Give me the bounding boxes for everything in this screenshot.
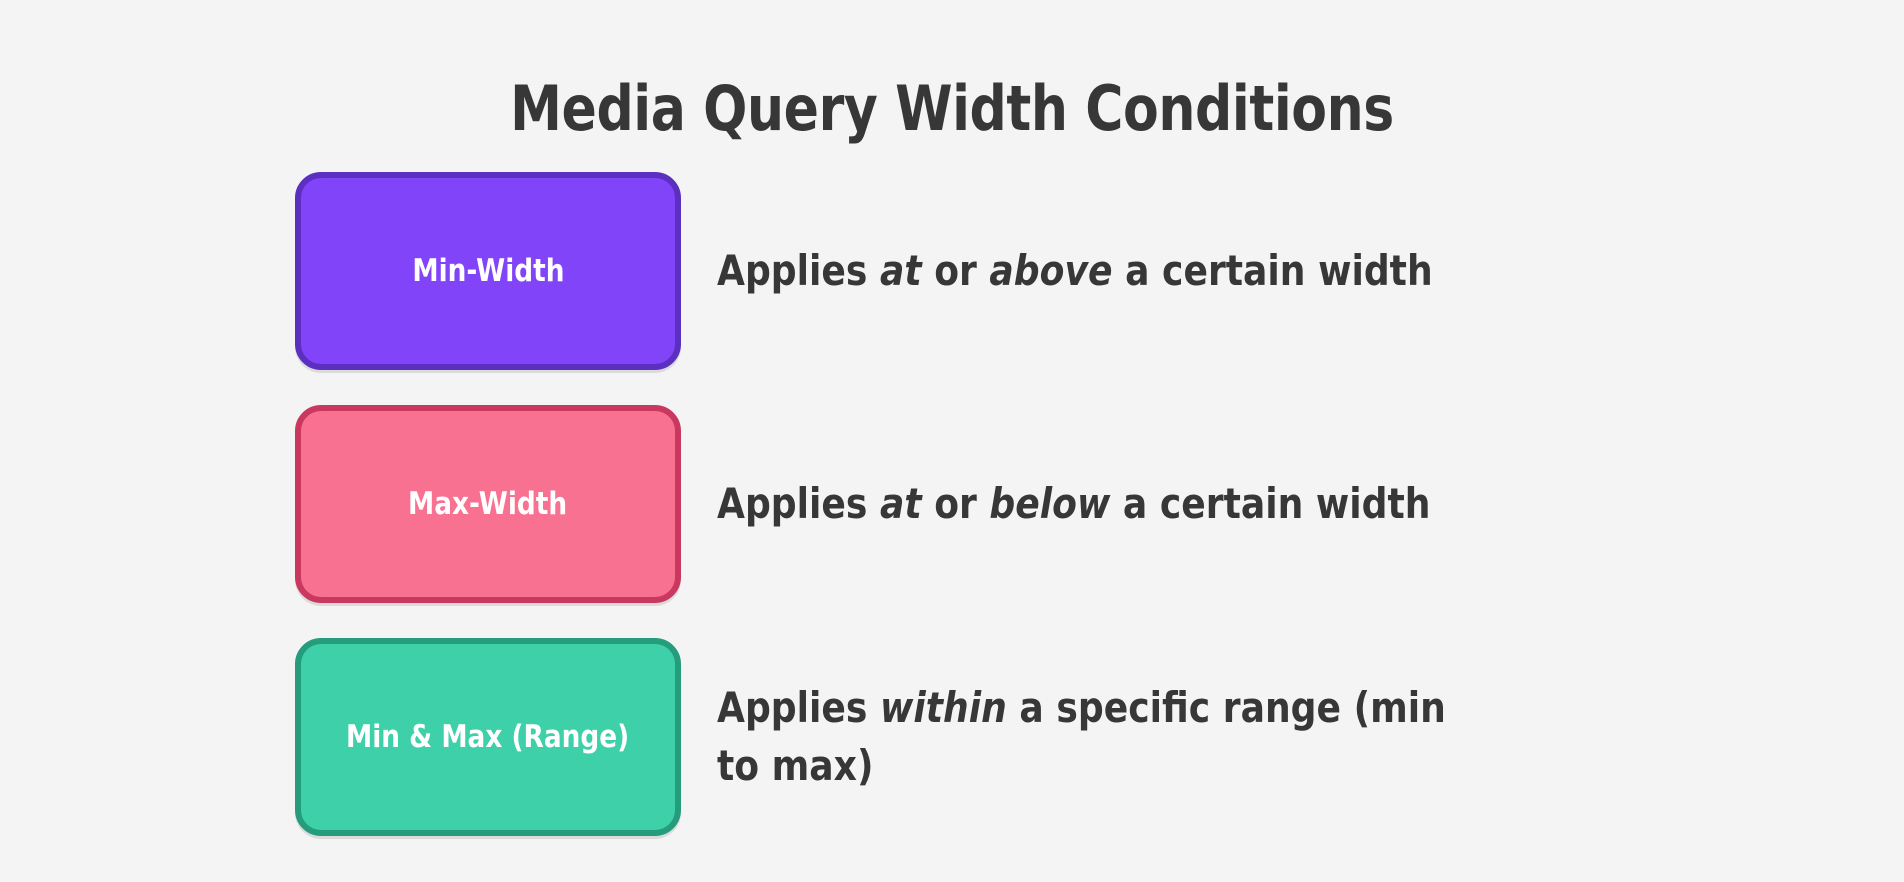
left-gutter — [0, 271, 295, 272]
left-gutter — [0, 504, 295, 505]
list-item: Min-Width Applies at or above a certain … — [0, 172, 1904, 370]
page-title: Media Query Width Conditions — [510, 71, 1394, 145]
condition-list: Min-Width Applies at or above a certain … — [0, 172, 1904, 871]
description-min-width: Applies at or above a certain width — [717, 246, 1433, 295]
chip-label: Min-Width — [411, 253, 565, 289]
left-gutter — [0, 737, 295, 738]
description-min-and-max-range: Applies within a specific range (min to … — [717, 683, 1446, 790]
chip-label: Max-Width — [408, 486, 568, 522]
chip-min-and-max-range[interactable]: Min & Max (Range) — [295, 638, 681, 836]
chip-max-width[interactable]: Max-Width — [295, 405, 681, 603]
chip-label: Min & Max (Range) — [346, 719, 630, 755]
list-item: Max-Width Applies at or below a certain … — [0, 405, 1904, 603]
chip-min-width[interactable]: Min-Width — [295, 172, 681, 370]
list-item: Min & Max (Range) Applies within a speci… — [0, 638, 1904, 836]
description-max-width: Applies at or below a certain width — [717, 479, 1431, 528]
